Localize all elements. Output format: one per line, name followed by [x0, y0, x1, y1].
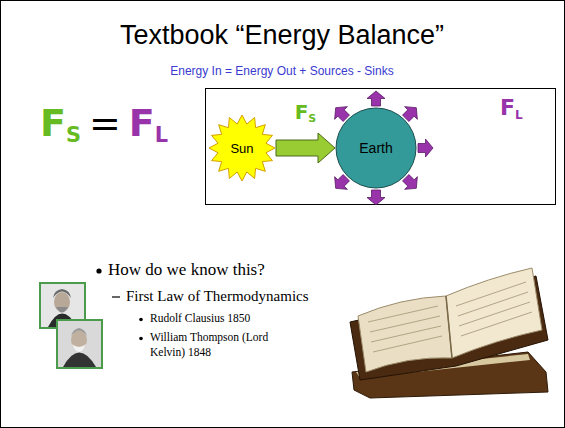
symbol-subscript: L: [515, 108, 523, 122]
energy-equation-text: Energy In = Energy Out + Sources - Sinks: [170, 64, 393, 79]
print-line: [373, 336, 442, 352]
earth-node: Earth: [335, 107, 417, 189]
sun-node: Sun: [208, 114, 276, 182]
equals-sign: =: [89, 100, 121, 146]
diagram-frame: [206, 89, 556, 205]
symbol-subscript: L: [155, 123, 168, 147]
symbol-main: F: [500, 95, 515, 120]
portrait-beard: [72, 344, 86, 352]
flux-symbol: FL: [500, 94, 523, 129]
portrait-hair: [71, 328, 87, 336]
symbol-subscript: S: [66, 123, 81, 147]
book-left-page: [358, 296, 452, 372]
print-line: [458, 292, 528, 316]
bullet-dot: [139, 337, 143, 341]
bullet-marks: [96, 268, 142, 340]
book-spine: [446, 296, 452, 358]
book-right-page: [446, 268, 542, 358]
emission-arrow: [403, 107, 418, 122]
symbol-main: F: [40, 101, 66, 145]
bullet-text: First Law of Thermodynamics: [126, 287, 309, 305]
portrait-coat: [63, 353, 96, 368]
symbol-subscript: S: [308, 112, 316, 125]
emission-arrow: [403, 175, 418, 190]
node-label: Earth: [359, 140, 392, 156]
bullet-text: How do we know this?: [108, 260, 265, 280]
print-line: [371, 326, 441, 342]
sun-starburst: [209, 115, 275, 181]
portrait-beard: [56, 307, 68, 313]
portrait-hair: [53, 289, 71, 298]
print-line: [368, 306, 438, 322]
symbol-main: F: [129, 101, 155, 145]
flux-symbol: FL: [129, 100, 168, 158]
bullet-text: Rudolf Clausius 1850: [150, 311, 250, 326]
emission-arrow: [367, 190, 385, 205]
bullet-text: William Thompson (Lord Kelvin) 1848: [150, 330, 282, 360]
bullet-dot: [139, 318, 143, 322]
bullet-dot: [96, 268, 101, 273]
books-illustration: [350, 268, 548, 398]
emission-arrow: [335, 175, 350, 190]
flux-symbol: FS: [295, 100, 317, 131]
portrait-ground: [58, 321, 101, 367]
node-body: Earth: [335, 107, 417, 189]
print-line: [461, 312, 532, 336]
earth-circle: [336, 108, 416, 188]
emission-arrow: [335, 107, 350, 122]
emission-arrows: [335, 91, 433, 205]
print-line: [370, 316, 440, 332]
energy-flow-arrow: [276, 133, 335, 163]
flux-symbol: FS: [40, 100, 81, 158]
bullet-dash: [112, 296, 120, 297]
emission-arrow: [367, 91, 385, 106]
portrait-kelvin: [57, 320, 102, 368]
node-body: Sun: [208, 114, 276, 182]
portrait-face: [54, 292, 70, 312]
portrait-frame: [57, 320, 102, 368]
node-label: Sun: [230, 141, 253, 156]
symbol-main: F: [295, 100, 309, 124]
print-line: [456, 282, 526, 306]
print-line: [459, 302, 530, 326]
slide-title: Textbook “Energy Balance”: [120, 20, 444, 51]
book-print-lines: [368, 282, 532, 352]
emission-arrow: [418, 139, 433, 157]
